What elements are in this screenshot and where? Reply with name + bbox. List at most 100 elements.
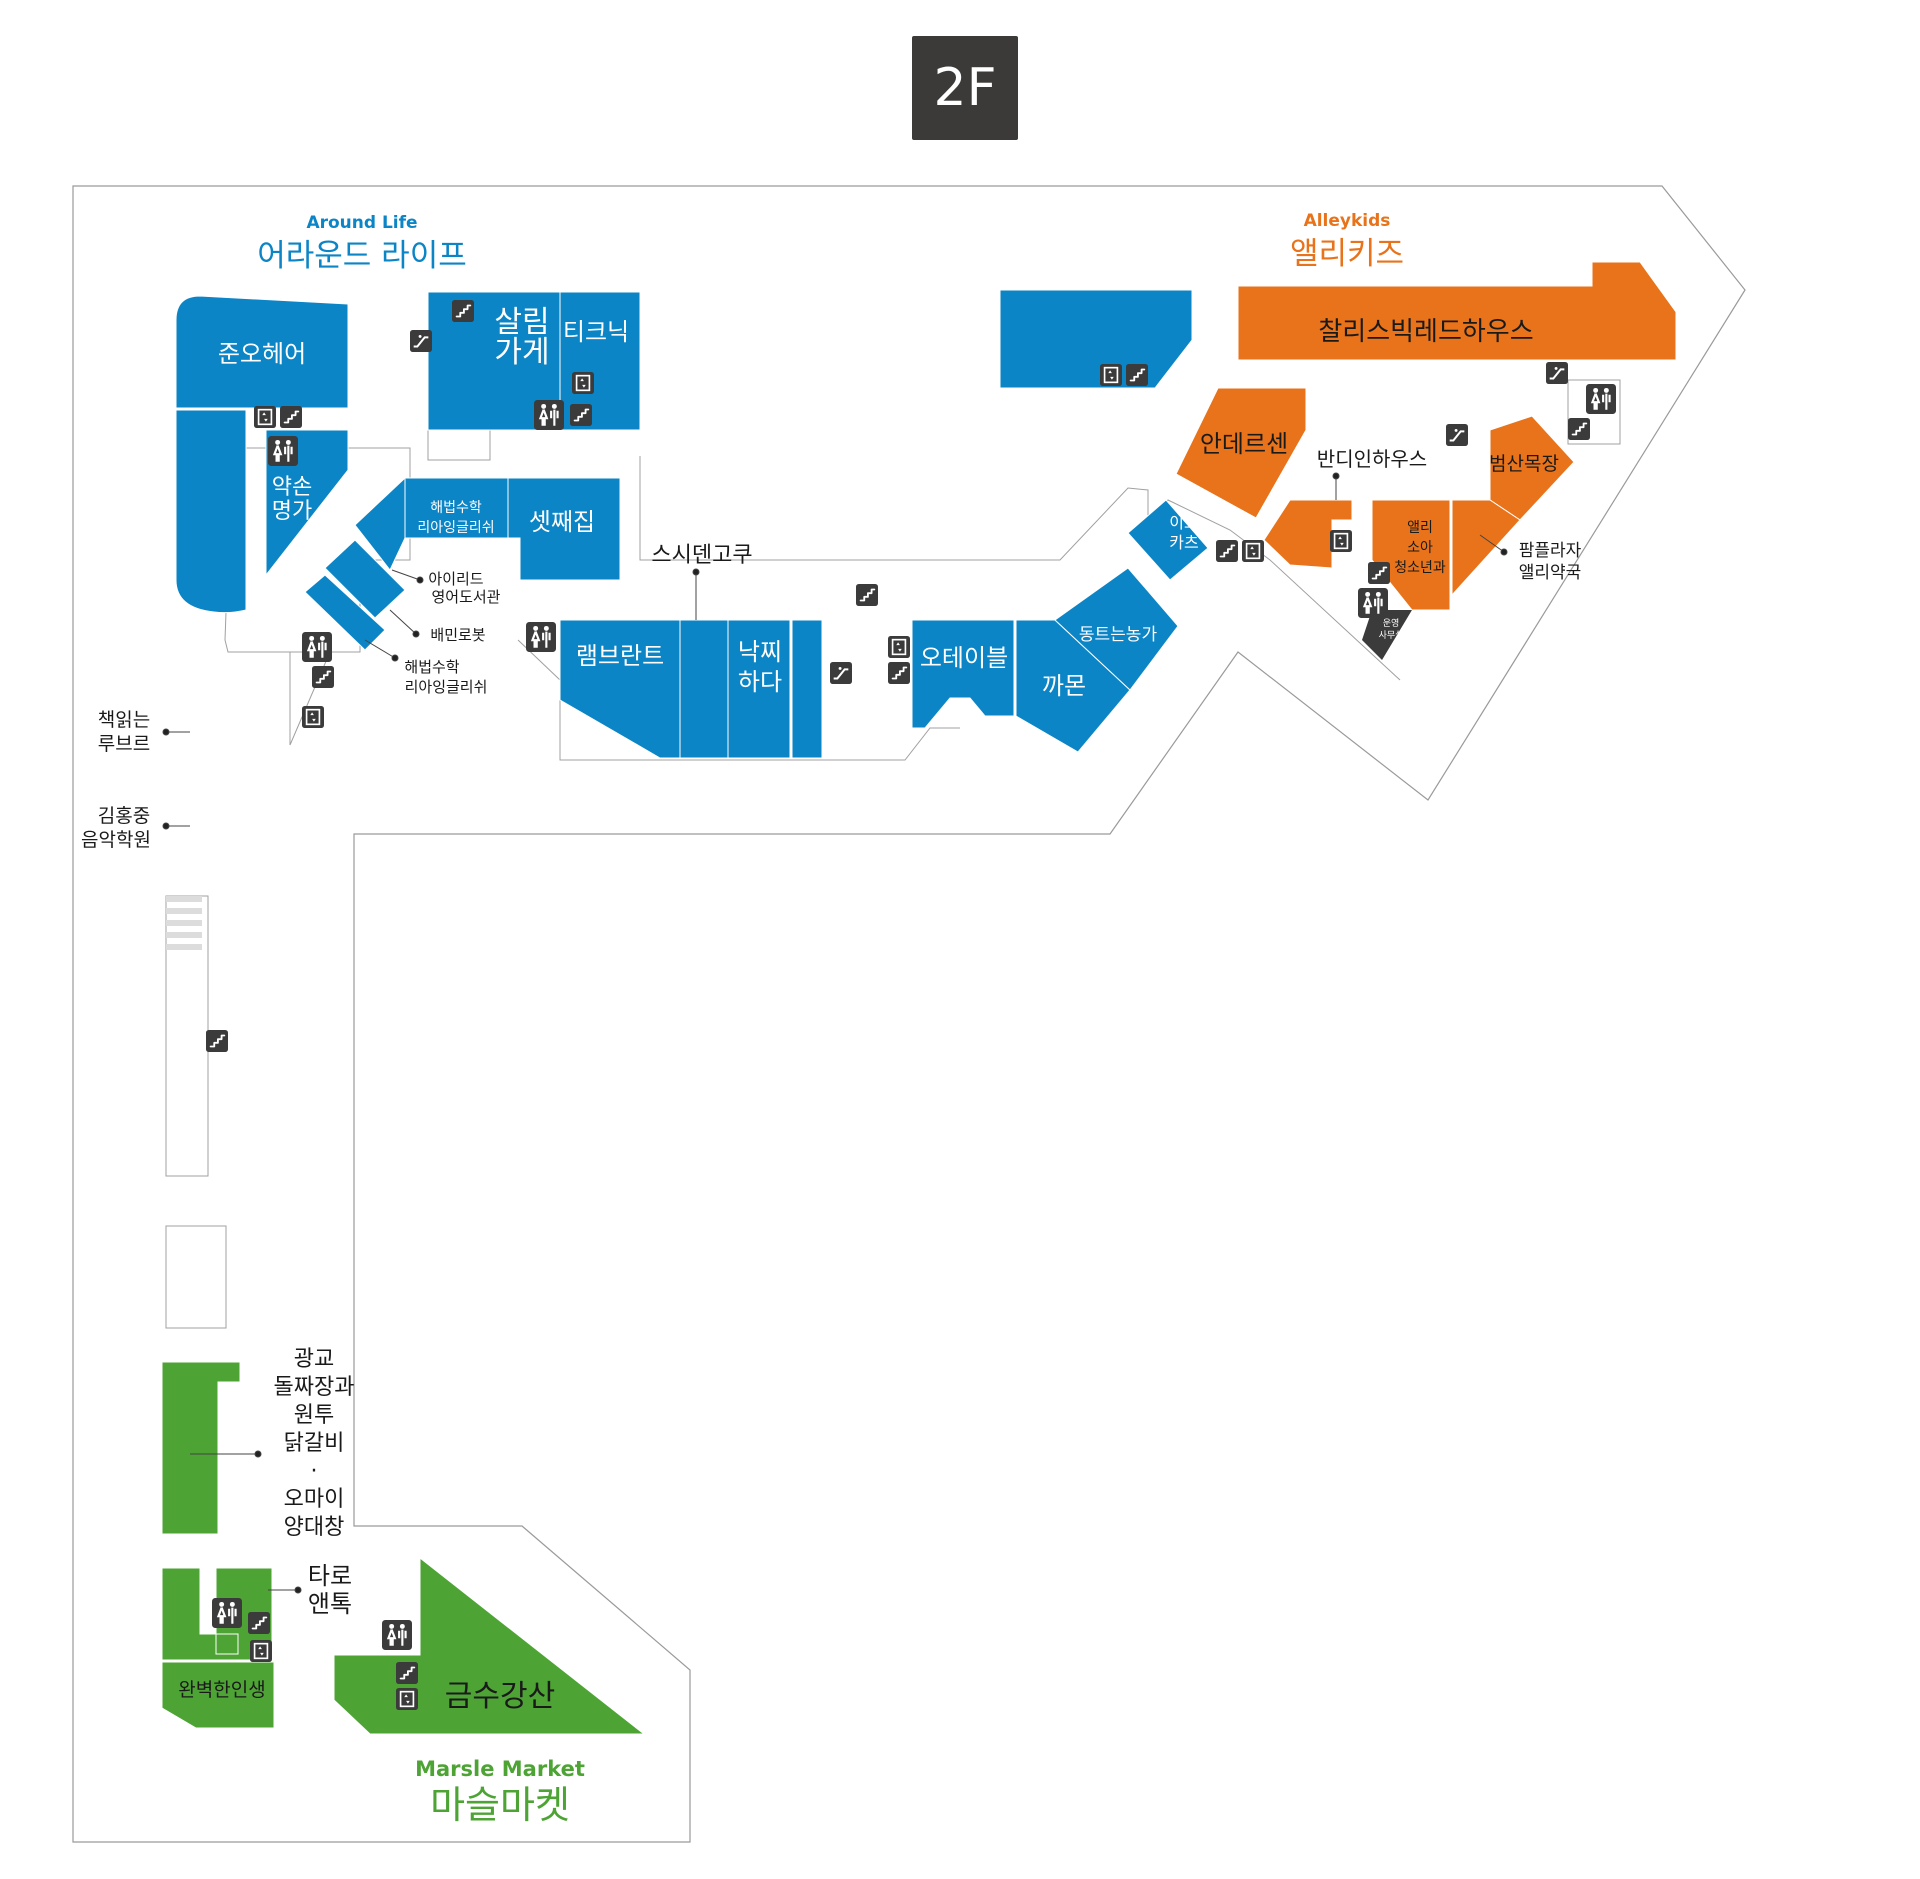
store-kkamon[interactable] <box>1015 619 1131 753</box>
label-beomsan: 범산목장 <box>1489 453 1559 475</box>
store-io[interactable] <box>1127 499 1209 581</box>
label-wanbyeok: 완벽한인생 <box>178 1679 265 1701</box>
label-gwanggyo-3: 원투 <box>294 1403 334 1428</box>
escalator-icon <box>1546 362 1568 384</box>
elevator-icon <box>254 406 276 428</box>
restroom-icon <box>302 632 332 662</box>
restroom-icon <box>1358 588 1388 618</box>
label-pampla-1: 팜플라자 <box>1519 541 1582 561</box>
label-gwanggyo-2: 돌짜장과 <box>274 1375 355 1400</box>
label-junoheir: 준오헤어 <box>218 340 306 368</box>
elevator-icon <box>1100 364 1122 386</box>
store-nakjji[interactable] <box>727 619 791 759</box>
store-andersen[interactable] <box>1175 387 1307 519</box>
stairs-icon <box>888 662 910 684</box>
label-rembrandt: 램브란트 <box>576 642 664 670</box>
zone-alleykids-ko: 앨리키즈 <box>1290 236 1404 272</box>
stairs-icon <box>1368 562 1390 584</box>
store-block-mid2[interactable] <box>791 619 823 759</box>
store-iread[interactable] <box>354 476 406 571</box>
label-pampla-2: 앨리약국 <box>1519 563 1582 583</box>
label-scidengoku: 스시덴고쿠 <box>651 543 752 568</box>
restroom-icon <box>268 436 298 466</box>
label-alley-youth-3: 청소년과 <box>1394 560 1446 576</box>
store-setjjae[interactable] <box>507 477 621 581</box>
stripe-marker <box>166 896 202 950</box>
label-alley-youth-1: 앨리 <box>1407 520 1433 536</box>
escalator-icon <box>410 330 432 352</box>
label-baemin: 배민로봇 <box>430 626 485 644</box>
label-yakson-2: 명가 <box>272 499 312 524</box>
store-gwanggyo[interactable] <box>161 1361 241 1535</box>
store-dongtteun[interactable] <box>1054 567 1179 691</box>
label-nakjji-2: 하다 <box>738 668 782 696</box>
building-outline <box>72 185 1746 1843</box>
zone-alleykids-en: Alleykids <box>1304 211 1391 231</box>
label-geumsu: 금수강산 <box>445 1679 555 1714</box>
store-haebeop-b[interactable] <box>304 574 386 651</box>
label-setjjae: 셋째집 <box>529 508 595 536</box>
restroom-icon <box>526 622 556 652</box>
elevator-icon <box>396 1688 418 1710</box>
floor-label: 2F <box>912 36 1018 140</box>
restroom-icon <box>212 1598 242 1628</box>
label-gwanggyo-7: 양대창 <box>284 1515 345 1540</box>
store-alley-youth[interactable] <box>1371 499 1451 611</box>
store-wanbyeok[interactable] <box>161 1661 275 1729</box>
label-taro-2: 앤톡 <box>308 1590 352 1618</box>
store-top-block[interactable] <box>999 289 1193 389</box>
store-block-mid1[interactable] <box>679 619 729 759</box>
zone-marsle-en: Marsle Market <box>415 1757 585 1781</box>
stairs-icon <box>1568 418 1590 440</box>
store-office[interactable] <box>1362 610 1412 660</box>
label-iread-1: 아이리드 <box>428 570 483 588</box>
label-ticknick: 티크닉 <box>563 318 629 346</box>
stairs-icon <box>570 404 592 426</box>
escalator-icon <box>1446 424 1468 446</box>
store-otable[interactable] <box>911 619 1015 729</box>
label-gwanggyo-1: 광교 <box>294 1347 334 1372</box>
stairs-icon <box>396 1662 418 1684</box>
leader-lines <box>162 472 1508 1594</box>
label-iread-2: 영어도서관 <box>431 588 500 606</box>
stairs-icon <box>248 1612 270 1634</box>
label-haebeop-top-1: 해법수학 <box>430 500 482 516</box>
stairs-icon <box>1216 540 1238 562</box>
label-gwanggyo-6: 오마이 <box>284 1487 345 1512</box>
store-ticknick[interactable] <box>559 291 641 431</box>
store-rembrandt[interactable] <box>559 619 681 759</box>
store-charlie[interactable] <box>1237 261 1677 361</box>
elevator-icon <box>888 636 910 658</box>
label-otable: 오테이블 <box>920 644 1008 672</box>
zone-marsle-ko: 마슬마켓 <box>430 1783 570 1827</box>
label-dongtteun: 동트는농가 <box>1079 625 1158 645</box>
label-salim-2: 가게 <box>494 335 549 370</box>
store-baemin[interactable] <box>324 539 406 619</box>
stairs-icon <box>206 1030 228 1052</box>
label-io-2: 카츠 <box>1169 533 1198 552</box>
store-block-left[interactable] <box>175 409 247 614</box>
store-yakson[interactable] <box>265 429 349 577</box>
restroom-icon <box>1586 384 1616 414</box>
label-andersen: 안데르센 <box>1200 430 1288 458</box>
label-charlie: 찰리스빅레드하우스 <box>1318 317 1533 347</box>
label-alley-youth-2: 소아 <box>1407 540 1433 556</box>
label-yakson-1: 약손 <box>272 475 312 500</box>
store-pampla[interactable] <box>1451 499 1521 597</box>
stairs-icon <box>1126 364 1148 386</box>
label-book-2: 루브르 <box>98 733 150 755</box>
label-kim-1: 김홍중 <box>98 805 150 827</box>
label-io-1: 이오 <box>1169 513 1198 532</box>
elevator-icon <box>302 706 324 728</box>
zone-around-life-en: Around Life <box>306 213 417 233</box>
label-office-2: 사무실 <box>1379 630 1404 641</box>
label-haebeop-top-2: 리아잉글리쉬 <box>417 520 494 536</box>
restroom-icon <box>382 1620 412 1650</box>
store-junoheir[interactable] <box>175 295 349 409</box>
label-nakjji-1: 낙찌 <box>738 638 782 666</box>
label-salim-1: 살림 <box>494 305 549 340</box>
elevator-icon <box>250 1640 272 1662</box>
label-gwanggyo-4: 닭갈비 <box>284 1431 345 1456</box>
elevator-icon <box>572 372 594 394</box>
store-beomsan[interactable] <box>1489 415 1575 521</box>
